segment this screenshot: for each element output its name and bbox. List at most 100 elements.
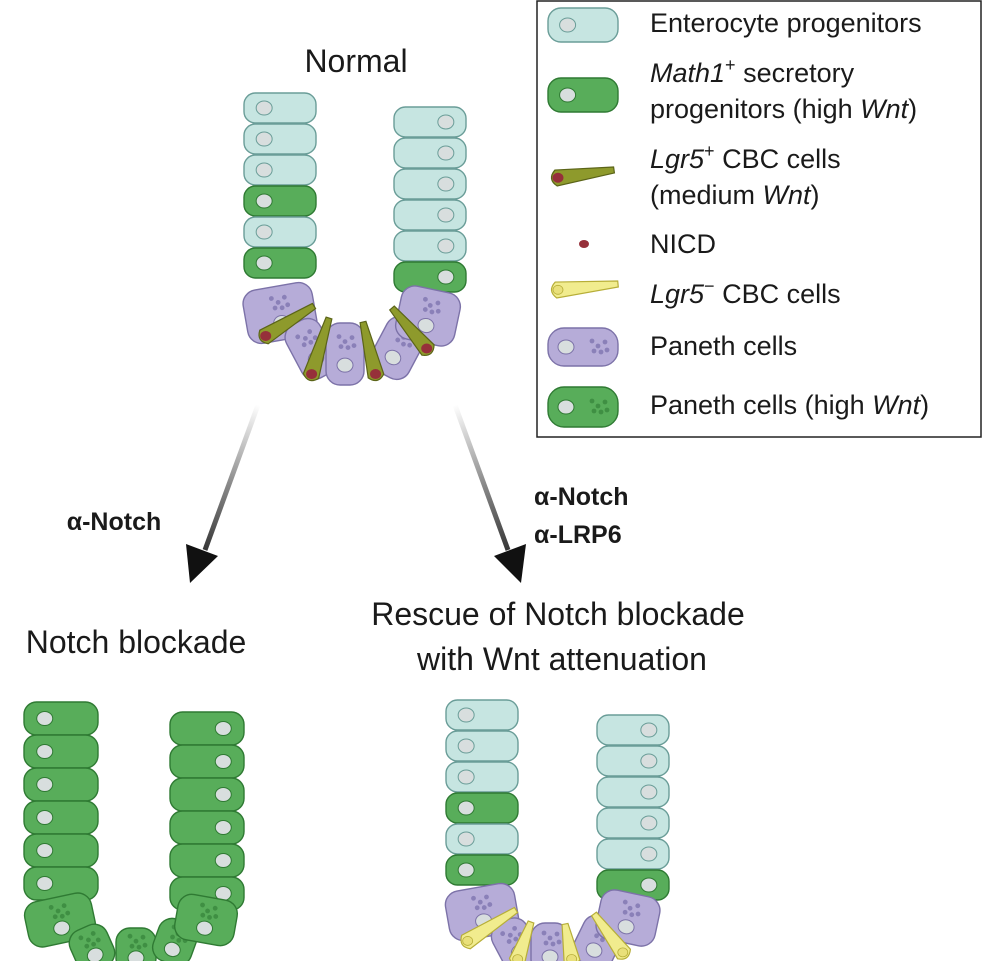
legend-icon-paneth-wnt-granule-3 <box>598 409 604 415</box>
normal-paneth-0-granule-0 <box>275 299 281 305</box>
rescue-cbc-0-nucleus <box>462 936 474 946</box>
legend-lgr5pos-line2: (medium Wnt) <box>650 180 820 210</box>
blockade-left-cell-4-body <box>23 833 99 868</box>
blockade-paneth-1-granule-5 <box>95 937 101 943</box>
rescue-paneth-2-granule-3 <box>550 941 556 947</box>
blockade-left-cell-0-body <box>23 701 99 736</box>
legend-lgr5pos-line2-suffix: ) <box>811 180 820 210</box>
normal-paneth-1-granule-3 <box>308 339 314 345</box>
blockade-right-cell-1-nucleus <box>214 754 232 769</box>
rescue-right-cell-2-nucleus <box>640 784 658 800</box>
rescue-left-cell-1 <box>445 730 519 762</box>
blockade-paneth-3-granule-4 <box>170 934 175 940</box>
blockade-right-cell-4-body <box>169 843 245 878</box>
crypt-rescue <box>444 699 670 961</box>
blockade-paneth-2-granule-2 <box>127 933 133 939</box>
legend-icon-paneth-granule-3 <box>598 349 604 355</box>
normal-left-cell-0-nucleus <box>255 100 273 116</box>
normal-left-cell-5 <box>243 247 317 279</box>
normal-cbc-3-body <box>388 305 435 356</box>
legend-icon-enterocyte-body <box>547 7 619 43</box>
blockade-left-cell-3 <box>23 800 99 835</box>
legend-icon-paneth-nucleus <box>557 339 575 355</box>
normal-right-cell-5-nucleus <box>437 269 455 285</box>
blockade-paneth-4-nucleus <box>196 920 214 936</box>
blockade-paneth-1-granule-0 <box>86 937 91 943</box>
legend-math1-gene: Math1 <box>650 58 725 88</box>
rescue-right-cell-4-body <box>596 838 670 870</box>
blockade-left-cell-0-nucleus <box>36 711 54 726</box>
blockade-paneth-0-granule-2 <box>48 904 54 910</box>
legend-math1-wnt: Wnt <box>860 94 910 124</box>
normal-left-cell-3-body <box>243 185 317 217</box>
normal-left-cell-4-nucleus <box>255 224 273 240</box>
blockade-right-cell-2-body <box>169 777 245 812</box>
legend-enterocyte: Enterocyte progenitors <box>650 8 922 38</box>
blockade-right-cell-2-nucleus <box>214 787 232 802</box>
legend-paneth-wnt-suffix: ) <box>920 390 929 420</box>
normal-left-cell-0-body <box>243 92 317 124</box>
normal-paneth-0-granule-4 <box>272 305 278 311</box>
legend-math1-rest: secretory <box>736 58 855 88</box>
rescue-right-cell-3-body <box>596 807 670 839</box>
legend-paneth-wnt-wnt: Wnt <box>872 390 922 420</box>
blockade-paneth-2-nucleus <box>127 950 145 961</box>
rescue-left-cell-0-nucleus <box>457 707 475 723</box>
rescue-paneth-4-granule-4 <box>622 909 628 915</box>
normal-right-cell-2 <box>393 168 467 200</box>
normal-paneth-2-body <box>325 322 365 386</box>
normal-right-cell-0-body <box>393 106 467 138</box>
rescue-right-cell-5-nucleus <box>640 877 658 893</box>
normal-right-cell-5 <box>393 261 467 293</box>
legend-nicd: NICD <box>650 229 716 259</box>
legend-math1-line1: Math1+ secretory <box>650 55 855 88</box>
blockade-right-cell-4 <box>169 843 245 878</box>
legend-math1-line2-suffix: ) <box>908 94 917 124</box>
legend-icons <box>547 7 619 428</box>
rescue-paneth-2-granule-1 <box>554 931 560 937</box>
normal-cbc-1 <box>302 316 333 382</box>
blockade-paneth-0-nucleus <box>53 920 71 936</box>
blockade-right-cell-0-nucleus <box>214 721 232 736</box>
rescue-left-cell-3 <box>445 792 519 824</box>
legend-lgr5pos-rest: CBC cells <box>715 144 841 174</box>
legend-icon-paneth-wnt-body <box>547 386 619 428</box>
legend-icon-cbc-positive-nicd <box>552 172 564 183</box>
legend-lgr5neg-sup: − <box>704 276 715 296</box>
normal-paneth-4-granule-5 <box>435 308 441 314</box>
normal-right-cell-0 <box>393 106 467 138</box>
rescue-paneth-1-granule-1 <box>512 925 518 931</box>
normal-right-cell-4-body <box>393 230 467 262</box>
legend-lgr5neg: Lgr5− CBC cells <box>650 276 841 309</box>
blockade-right-cell-0-body <box>169 711 245 746</box>
rescue-paneth-2-granule-2 <box>541 930 547 936</box>
rescue-left-cell-0-body <box>445 699 519 731</box>
blockade-right-cell-1-body <box>169 744 245 779</box>
normal-left-cell-2 <box>243 154 317 186</box>
blockade-left-cell-5-nucleus <box>36 876 54 891</box>
blockade-paneth-4-granule-2 <box>200 902 205 908</box>
rescue-left-cell-3-body <box>445 792 519 824</box>
blockade-paneth-1-granule-4 <box>84 943 90 949</box>
normal-cbc-2 <box>359 320 385 382</box>
blockade-paneth-0-granule-5 <box>65 910 71 916</box>
legend-icon-paneth-wnt-granule-2 <box>589 398 595 404</box>
normal-paneth-1-granule-0 <box>302 336 308 341</box>
rescue-paneth-4-granule-1 <box>635 903 641 909</box>
blockade-paneth-1 <box>68 923 116 961</box>
normal-right-cell-2-body <box>393 168 467 200</box>
rescue-paneth-0-granule-5 <box>487 902 493 907</box>
rescue-cbc-1-body <box>508 920 535 961</box>
arrow-right-label-1: α-Notch <box>534 483 629 511</box>
rescue-left-cell-1-nucleus <box>457 738 475 754</box>
blockade-paneth-2 <box>115 927 157 961</box>
rescue-paneth-0-granule-0 <box>477 899 483 905</box>
legend-icon-paneth-wnt <box>547 386 619 428</box>
rescue-cbc-2-body <box>561 922 581 961</box>
rescue-left-cell-5 <box>445 854 519 886</box>
rescue-right-cell-4 <box>596 838 670 870</box>
blockade-paneth-4-granule-1 <box>212 905 218 911</box>
rescue-cbc-0 <box>460 906 519 950</box>
rescue-right-cell-2-body <box>596 776 670 808</box>
legend-lgr5pos-line2-prefix: (medium <box>650 180 763 210</box>
